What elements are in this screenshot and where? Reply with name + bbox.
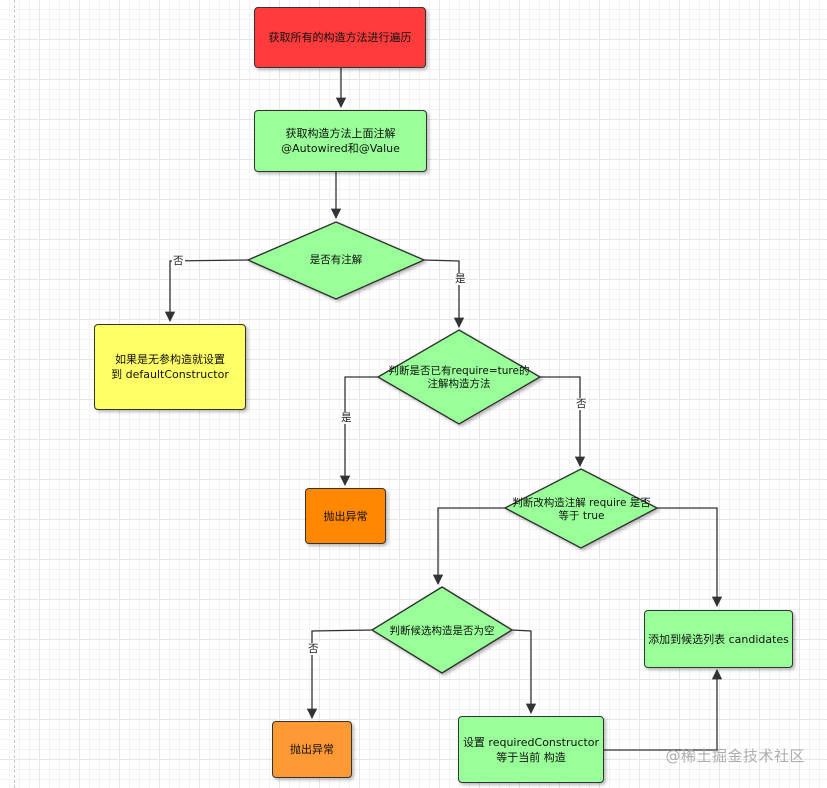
watermark: @稀土掘金技术社区 <box>665 747 805 765</box>
node-start: 获取所有的构造方法进行遍历 <box>254 7 426 68</box>
canvas-page-edge <box>0 0 15 788</box>
node-set-default-constructor: 如果是无参构造就设置 到 defaultConstructor <box>94 324 246 410</box>
edge-label-no: 否 <box>307 643 320 655</box>
edge-has-annotation-yes <box>422 259 465 329</box>
node-throw-exception-2: 抛出异常 <box>272 721 352 778</box>
decision-require-true <box>503 468 659 549</box>
edge-candidates-empty-to-set-required <box>510 629 537 715</box>
edge-has-required-yes <box>339 376 379 487</box>
edge-has-annotation-no <box>164 259 249 323</box>
decision-has-annotation-label: 是否有注解 <box>309 253 363 266</box>
node-get-annotations: 获取构造方法上面注解 @Autowired和@Value <box>254 110 427 172</box>
node-add-candidates: 添加到候选列表 candidates <box>644 610 793 668</box>
decision-has-required-label: 判断是否已有require=ture的 注解构造方法 <box>388 365 530 390</box>
edge-set-required-to-add-candidates <box>604 668 723 751</box>
decision-candidates-empty-label: 判断候选构造是否为空 <box>389 624 495 637</box>
node-throw-exception-1: 抛出异常 <box>305 488 386 544</box>
decision-candidates-empty <box>370 586 514 674</box>
edge-label-yes: 是 <box>340 412 353 424</box>
edge-label-yes: 是 <box>454 273 467 285</box>
edge-label-no: 否 <box>575 398 588 410</box>
decision-has-annotation <box>246 221 426 300</box>
edge-candidates-empty-no <box>306 629 374 720</box>
edge-require-true-yes <box>432 507 506 586</box>
decision-has-required <box>376 329 542 425</box>
node-set-required-constructor: 设置 requiredConstructor 等于当前 构造 <box>458 716 604 783</box>
edge-has-required-no <box>539 376 586 468</box>
edge-require-true-no <box>657 507 723 608</box>
decision-require-true-label: 判断改构造注解 require 是否 等于 true <box>512 497 651 522</box>
edge-label-no: 否 <box>172 255 185 267</box>
